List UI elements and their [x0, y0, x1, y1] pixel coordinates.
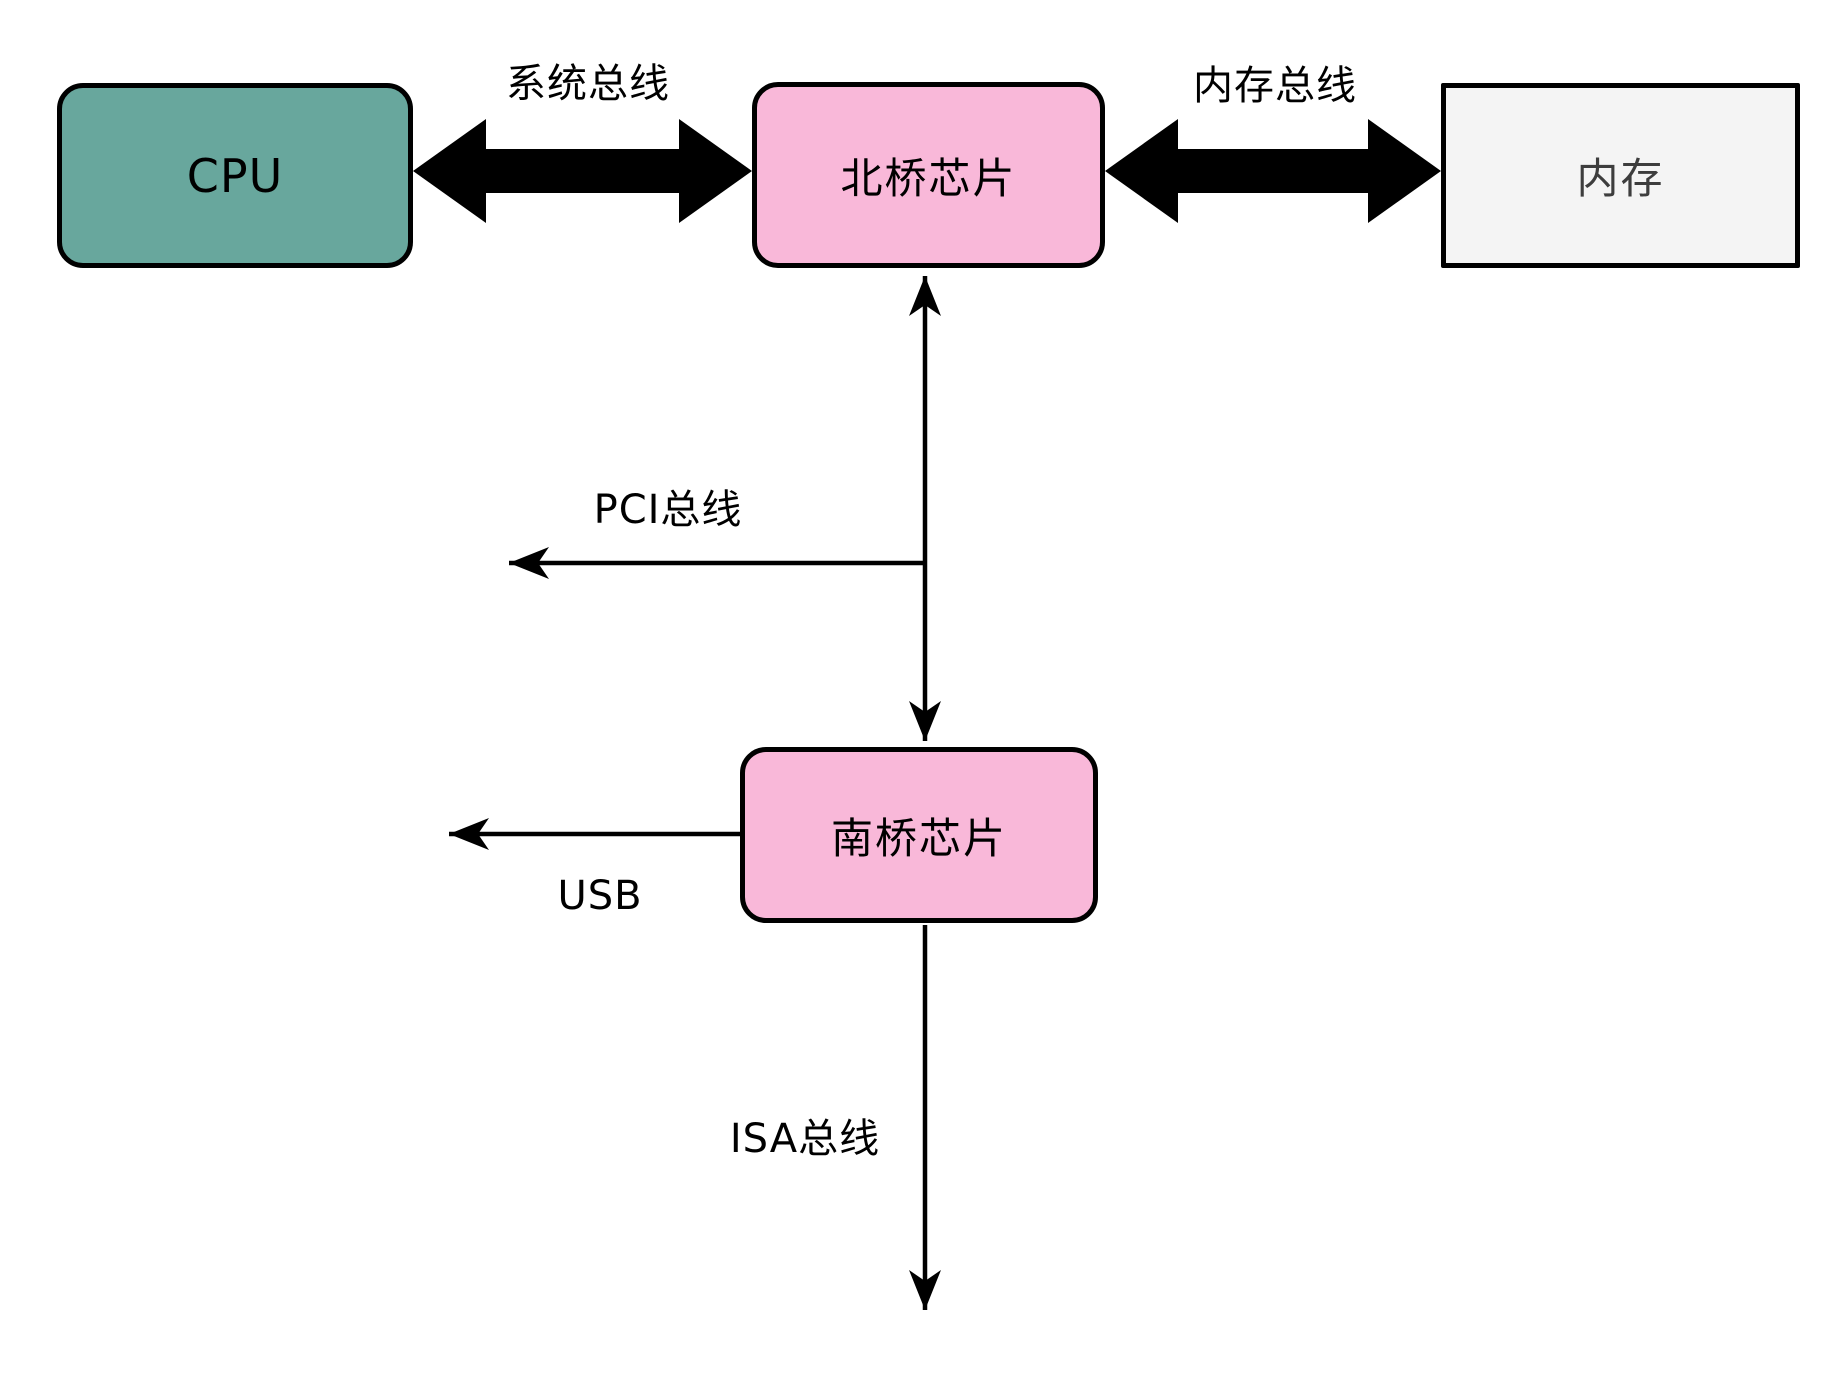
node-memory: 内存: [1441, 83, 1800, 268]
node-northbridge: 北桥芯片: [752, 82, 1105, 268]
pci-bus-label: PCI总线: [593, 487, 743, 533]
node-southbridge: 南桥芯片: [740, 747, 1098, 923]
memory-label: 内存: [1576, 154, 1665, 203]
system-bus-label: 系统总线: [506, 61, 670, 107]
cpu-label: CPU: [186, 148, 284, 203]
northbridge-label: 北桥芯片: [840, 153, 1017, 203]
southbridge-label: 南桥芯片: [830, 813, 1007, 863]
node-cpu: CPU: [57, 83, 413, 268]
memory-bus-arrow: [1105, 119, 1441, 223]
system-bus-arrow: [413, 119, 752, 223]
memory-bus-label: 内存总线: [1193, 63, 1357, 109]
isa-bus-label: ISA总线: [729, 1116, 881, 1162]
usb-label: USB: [557, 873, 643, 919]
